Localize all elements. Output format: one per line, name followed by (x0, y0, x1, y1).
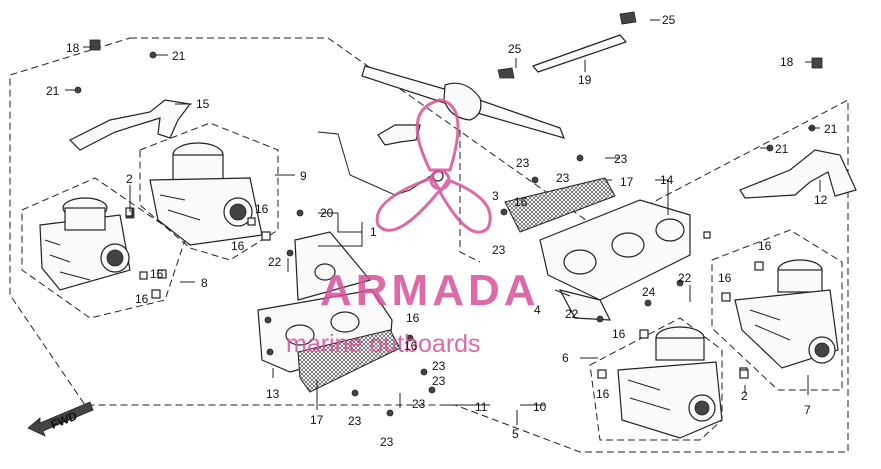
callout-22: 22 (565, 307, 579, 321)
callout-labels: 18 21 21 15 9 2 16 16 16 16 8 20 1 22 13… (46, 13, 838, 449)
fwd-label: FWD (49, 409, 80, 432)
callout-12: 12 (814, 193, 828, 207)
propeller-logo (375, 98, 492, 234)
callout-13: 13 (266, 387, 280, 401)
callout-23: 23 (432, 359, 446, 373)
callout-8: 8 (201, 276, 208, 290)
callout-2: 2 (741, 389, 748, 403)
carburetor-9 (139, 122, 279, 261)
callout-16: 16 (404, 339, 418, 353)
leader-lines (65, 19, 821, 425)
callout-3: 3 (492, 189, 499, 203)
callout-16: 16 (514, 195, 528, 209)
callout-17: 17 (620, 175, 634, 189)
callout-17: 17 (310, 413, 324, 427)
assembly-boundary (9, 37, 849, 453)
fwd-arrow: FWD (27, 401, 94, 437)
callout-4: 4 (534, 303, 541, 317)
hardware (74, 11, 823, 417)
gasket-17-left (297, 329, 401, 393)
callout-11: 11 (475, 400, 488, 414)
callout-15: 15 (196, 97, 210, 111)
callout-21: 21 (824, 122, 838, 136)
callout-16: 16 (255, 202, 269, 216)
callout-2: 2 (126, 172, 133, 186)
throttle-rod (317, 131, 433, 196)
callout-7: 7 (804, 403, 811, 417)
callout-16: 16 (231, 239, 245, 253)
watermark-tagline: marine outboards (286, 330, 481, 358)
callout-23: 23 (412, 397, 426, 411)
carburetor-6 (589, 317, 723, 441)
callout-16: 16 (150, 267, 164, 281)
callout-10: 10 (533, 400, 547, 414)
callout-16: 16 (135, 292, 149, 306)
callout-25: 25 (508, 42, 522, 56)
callout-16: 16 (718, 271, 732, 285)
callout-18: 18 (66, 41, 80, 55)
watermark-brand: ARMADA (320, 266, 540, 315)
carburetor-8 (21, 177, 186, 319)
callout-23: 23 (516, 156, 530, 170)
callout-20: 20 (320, 206, 334, 220)
callout-23: 23 (380, 435, 394, 449)
callout-16: 16 (596, 387, 610, 401)
callout-16: 16 (406, 311, 420, 325)
callout-25: 25 (662, 13, 676, 27)
callout-22: 22 (678, 271, 692, 285)
callout-23: 23 (492, 243, 506, 257)
callout-21: 21 (172, 49, 186, 63)
callout-18: 18 (780, 55, 794, 69)
callout-14: 14 (660, 173, 674, 187)
carburetor-7 (711, 229, 843, 391)
callout-23: 23 (556, 171, 570, 185)
callout-1: 1 (370, 225, 377, 239)
callout-23: 23 (432, 374, 446, 388)
callout-16: 16 (612, 327, 626, 341)
armada-watermark: ARMADA marine outboards (286, 98, 540, 358)
bracket-15 (68, 99, 192, 151)
bracket-12 (739, 149, 857, 199)
callout-9: 9 (300, 169, 307, 183)
callout-23: 23 (614, 152, 628, 166)
callout-6: 6 (562, 351, 569, 365)
callout-24: 24 (642, 285, 656, 299)
callout-5: 5 (512, 427, 519, 441)
callout-22: 22 (268, 255, 282, 269)
callout-21: 21 (46, 84, 60, 98)
manifold-14 (539, 199, 691, 321)
callout-16: 16 (758, 239, 772, 253)
callout-23: 23 (348, 414, 362, 428)
inner-boundary-right (459, 130, 481, 263)
callout-21: 21 (775, 142, 789, 156)
gasket-17-right (504, 177, 616, 233)
callout-19: 19 (578, 73, 592, 87)
